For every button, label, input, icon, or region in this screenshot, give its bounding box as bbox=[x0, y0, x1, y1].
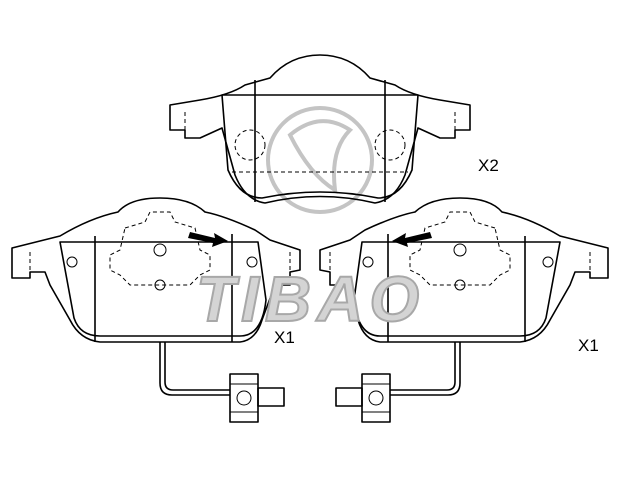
label-right-pad: X1 bbox=[578, 336, 599, 355]
watermark-text: TIBAO bbox=[195, 262, 426, 336]
label-top-pad: X2 bbox=[478, 156, 499, 175]
watermark-logo-icon bbox=[266, 106, 374, 214]
label-left-pad: X1 bbox=[274, 328, 295, 347]
brake-pad-top bbox=[169, 54, 471, 204]
